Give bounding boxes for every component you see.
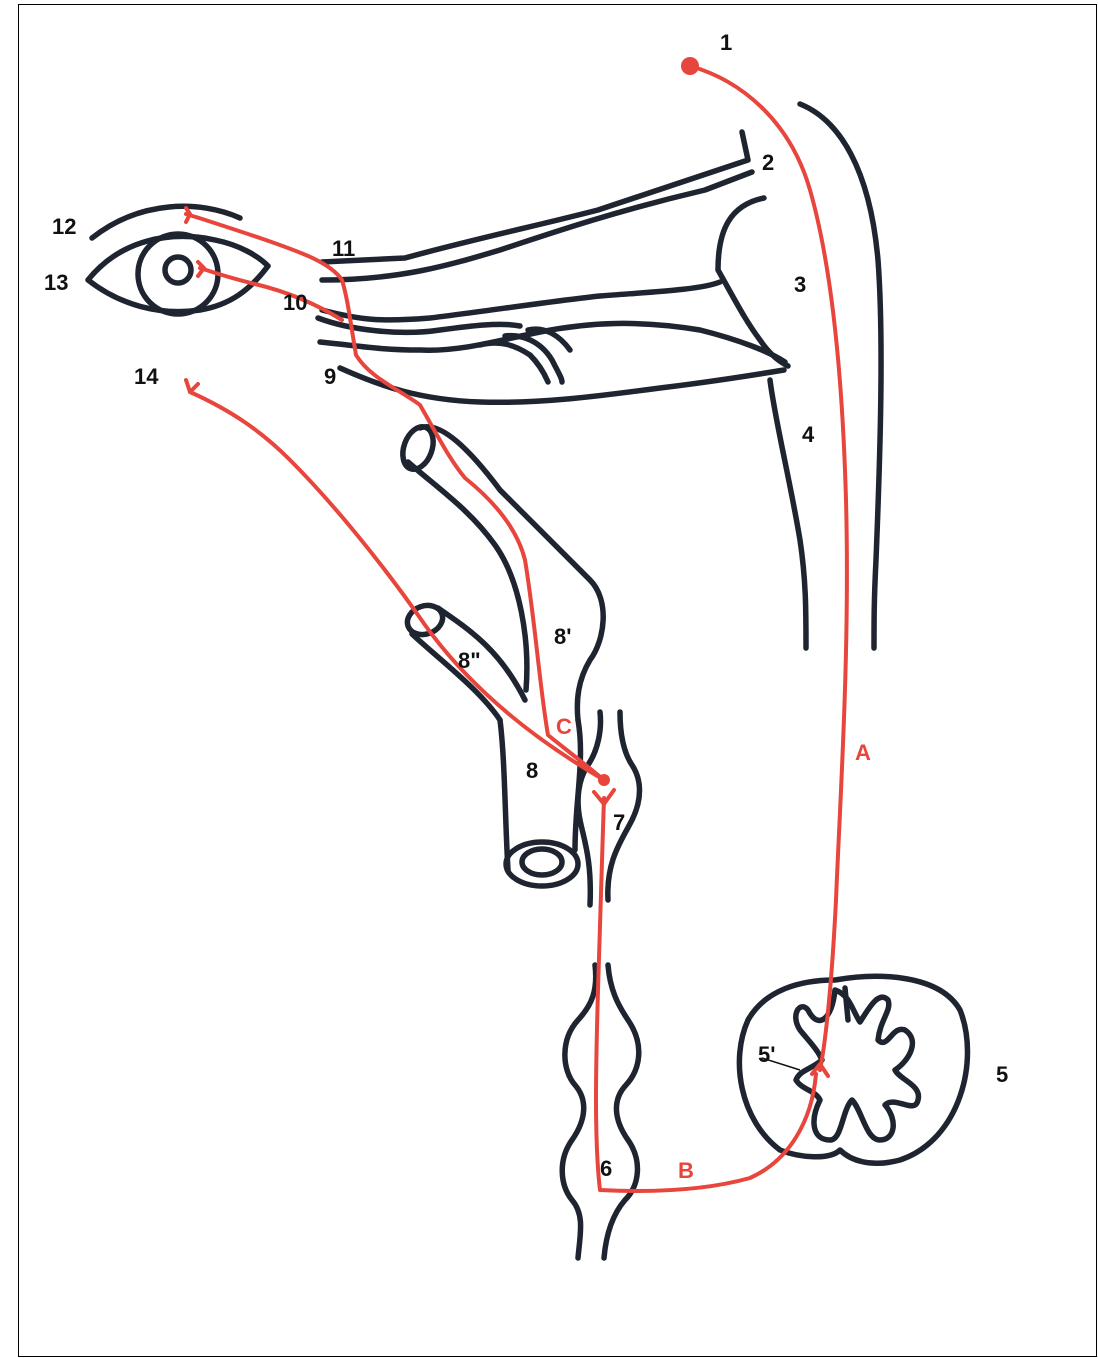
brainstem-4 (770, 380, 806, 648)
pupil (165, 257, 191, 283)
chain-6-right (604, 965, 639, 1258)
label-8prime: 8' (554, 624, 571, 649)
label-14: 14 (134, 364, 159, 389)
fold-1 (480, 343, 548, 382)
iris (138, 234, 218, 314)
label-pathway-b: B (678, 1158, 694, 1183)
chain-6-left (562, 965, 596, 1258)
label-10: 10 (283, 290, 307, 315)
label-2: 2 (762, 150, 774, 175)
gray-matter (796, 990, 919, 1140)
label-6: 6 (600, 1156, 612, 1181)
label-13: 13 (44, 270, 68, 295)
label-11: 11 (332, 236, 355, 261)
structure-3-contour (718, 198, 788, 366)
pathway-b-fiber (596, 798, 816, 1191)
central-fissure (845, 988, 848, 1020)
label-12: 12 (52, 214, 76, 239)
label-4: 4 (802, 422, 815, 447)
label-3: 3 (794, 272, 806, 297)
pathway-a-fiber (690, 66, 847, 1070)
label-5: 5 (996, 1062, 1008, 1087)
structure-3-midline (322, 282, 720, 320)
terminal-14 (186, 380, 198, 392)
label-pathway-c: C (556, 714, 572, 739)
pathway-c-branch-face (190, 392, 604, 780)
eye-outline (88, 236, 268, 311)
label-9: 9 (324, 364, 336, 389)
label-1: 1 (720, 30, 732, 55)
label-pathway-a: A (855, 740, 871, 765)
ganglion-7-right (608, 712, 640, 900)
anatomy-outlines (88, 104, 968, 1258)
label-7: 7 (613, 810, 625, 835)
label-5prime: 5' (758, 1042, 775, 1067)
artery-8dprime-upper (438, 608, 525, 700)
pathway-c-to-eye (186, 214, 604, 780)
label-8dprime: 8" (458, 648, 481, 673)
labels: 1 2 3 4 5 5' 6 7 8 8' 8" 9 10 11 12 13 1… (44, 30, 1008, 1183)
artery-8-cut-inner (522, 849, 562, 875)
label-8: 8 (526, 758, 538, 783)
artery-8-left (500, 720, 508, 870)
